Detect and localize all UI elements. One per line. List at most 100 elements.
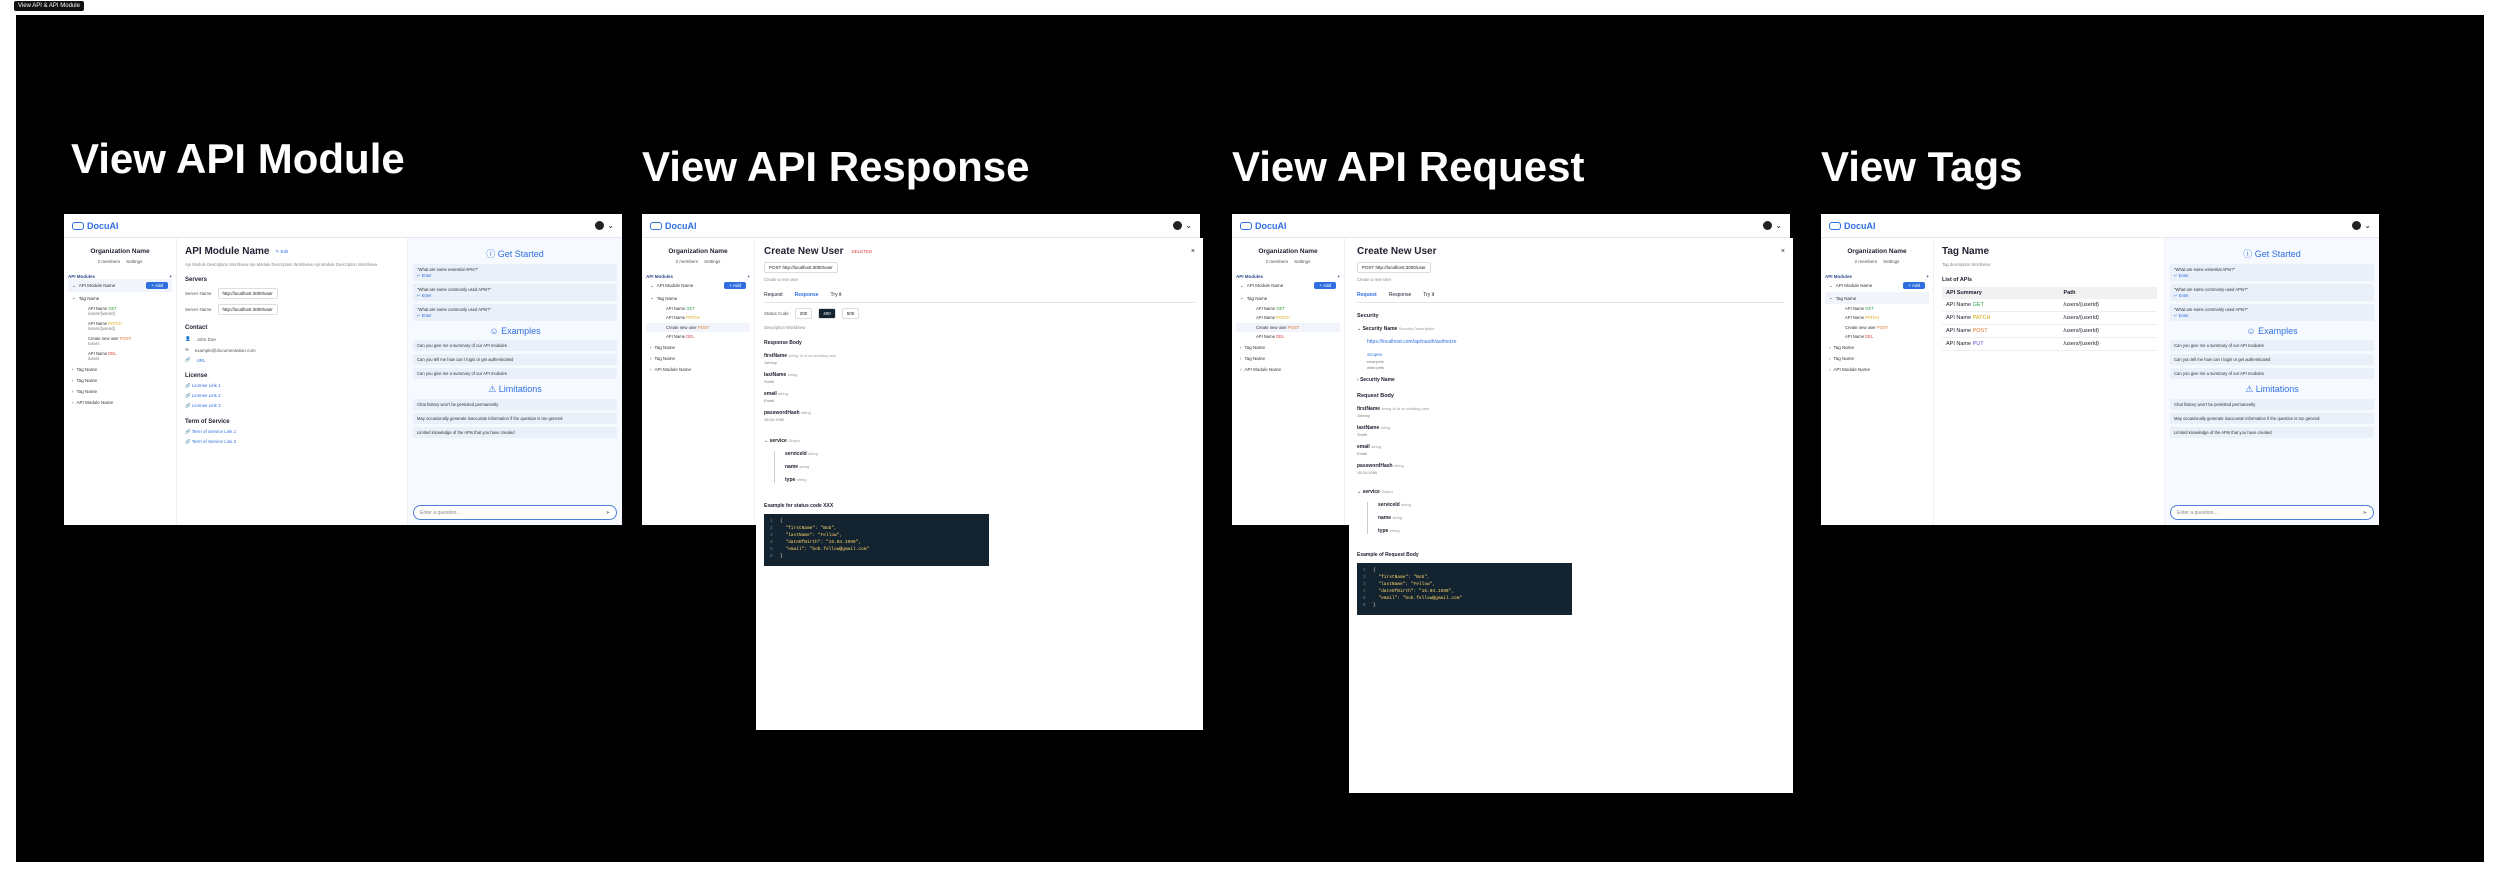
sidebar-tag[interactable]: ›Tag Name bbox=[646, 342, 750, 353]
settings-link[interactable]: Settings bbox=[704, 259, 721, 264]
sidebar-api[interactable]: API Name GET bbox=[1825, 304, 1929, 313]
tab-try-it[interactable]: Try it bbox=[830, 292, 842, 298]
members-link[interactable]: 2 members bbox=[1265, 259, 1289, 264]
question-card[interactable]: "What are some essential APIs?"↵ Enter bbox=[2170, 264, 2374, 281]
sidebar-module[interactable]: ⌄API Module Name+ Add bbox=[1825, 279, 1929, 292]
endpoint-pill[interactable]: POST http://localhost:3000/user bbox=[764, 262, 838, 273]
plus-icon[interactable]: + bbox=[169, 274, 172, 279]
settings-link[interactable]: Settings bbox=[1294, 259, 1311, 264]
sidebar-tag[interactable]: ›Tag Name bbox=[1236, 353, 1340, 364]
table-row[interactable]: API Name GET/users/{userId} bbox=[1942, 299, 2157, 312]
question-card[interactable]: "What are some commonly used APIs?"↵ Ent… bbox=[2170, 284, 2374, 301]
sidebar-tag[interactable]: ›Tag Name bbox=[1825, 342, 1929, 353]
members-link[interactable]: 2 members bbox=[675, 259, 699, 264]
service-object[interactable]: ⌄ service Object bbox=[1357, 489, 1393, 495]
question-card[interactable]: "What are some commonly used APIs?"↵ Ent… bbox=[413, 304, 617, 321]
sidebar-api[interactable]: Create new user POST/users bbox=[68, 334, 172, 349]
sidebar-tag[interactable]: ⌄Tag Name bbox=[68, 292, 172, 304]
question-card[interactable]: "What are some commonly used APIs?"↵ Ent… bbox=[413, 284, 617, 301]
sidebar-module[interactable]: ›API Module Name bbox=[1236, 364, 1340, 375]
sidebar-tag[interactable]: ›Tag Name bbox=[1236, 342, 1340, 353]
sidebar-api[interactable]: Create new user POST bbox=[1825, 323, 1929, 332]
settings-link[interactable]: Settings bbox=[1883, 259, 1900, 264]
user-menu[interactable]: ⌄ bbox=[1173, 221, 1192, 230]
terms-link[interactable]: 🔗 Term of Service Link 2 bbox=[185, 439, 237, 444]
auth-url[interactable]: https://localhost.com/api/oauth/authoriz… bbox=[1367, 339, 1457, 345]
status-code-200[interactable]: 200 bbox=[794, 308, 813, 319]
sidebar-module[interactable]: ⌄API Module Name+ Add bbox=[646, 279, 750, 292]
plus-icon[interactable]: + bbox=[1926, 274, 1929, 279]
sidebar-tag[interactable]: ›Tag Name bbox=[68, 375, 172, 386]
sidebar-api[interactable]: API Name DEL bbox=[646, 332, 750, 341]
license-link[interactable]: 🔗 License Link 2 bbox=[185, 393, 221, 398]
contact-url[interactable]: 🔗URL bbox=[185, 357, 399, 363]
sidebar-tag[interactable]: ›Tag Name bbox=[68, 364, 172, 375]
sidebar-api[interactable]: API Name DEL bbox=[1825, 332, 1929, 341]
endpoint-pill[interactable]: POST http://localhost:3000/user bbox=[1357, 262, 1431, 273]
sidebar-tag[interactable]: ⌄Tag Name bbox=[646, 292, 750, 304]
security-item[interactable]: ⌄ Security Name Security Description bbox=[1357, 326, 1435, 332]
sidebar-api-active[interactable]: Create new user POST bbox=[646, 322, 750, 333]
send-icon[interactable]: ➤ bbox=[2362, 510, 2367, 516]
server-url[interactable]: http://localhost:3000/user bbox=[217, 288, 278, 299]
license-link[interactable]: 🔗 License Link 1 bbox=[185, 383, 221, 388]
security-item[interactable]: › Security Name bbox=[1357, 377, 1395, 383]
status-code-500[interactable]: 500 bbox=[841, 308, 860, 319]
plus-icon[interactable]: + bbox=[1337, 274, 1340, 279]
sidebar-api[interactable]: API Name GET/users/{userId} bbox=[68, 304, 172, 319]
sidebar-tag[interactable]: ⌄Tag Name bbox=[1236, 292, 1340, 304]
sidebar-module[interactable]: ›API Module Name bbox=[68, 397, 172, 408]
sidebar-api[interactable]: API Name PATCH bbox=[646, 313, 750, 322]
sidebar-tag-active[interactable]: ⌄Tag Name bbox=[1825, 292, 1929, 304]
sidebar-api[interactable]: API Name GET bbox=[646, 304, 750, 313]
question-card[interactable]: "What are some essential APIs?"↵ Enter bbox=[413, 264, 617, 281]
status-code-400[interactable]: 400 bbox=[818, 308, 836, 319]
sidebar-module[interactable]: ›API Module Name bbox=[646, 364, 750, 375]
example-card[interactable]: Can you give me a summary of our API mod… bbox=[413, 340, 617, 351]
terms-link[interactable]: 🔗 Term of Service Link 1 bbox=[185, 429, 237, 434]
sidebar-api-active[interactable]: Create new user POST bbox=[1236, 322, 1340, 333]
send-icon[interactable]: ➤ bbox=[605, 510, 610, 516]
sidebar-api[interactable]: API Name PATCH/users/{userId} bbox=[68, 319, 172, 334]
sidebar-api[interactable]: API Name DEL/users bbox=[68, 349, 172, 364]
tab-try-it[interactable]: Try it bbox=[1423, 292, 1435, 298]
tab-request[interactable]: Request bbox=[764, 292, 783, 298]
edit-button[interactable]: ✎ Edit bbox=[275, 248, 289, 254]
user-menu[interactable]: ⌄ bbox=[1763, 221, 1782, 230]
example-card[interactable]: Can you tell me how can I login or get a… bbox=[413, 354, 617, 365]
chat-input[interactable]: Enter a question...➤ bbox=[413, 505, 617, 520]
question-card[interactable]: "What are some commonly used APIs?"↵ Ent… bbox=[2170, 304, 2374, 321]
plus-icon[interactable]: + bbox=[747, 274, 750, 279]
close-icon[interactable]: × bbox=[1190, 248, 1195, 255]
sidebar-tag[interactable]: ›Tag Name bbox=[1825, 353, 1929, 364]
service-object[interactable]: ⌄ service Object bbox=[764, 438, 800, 444]
settings-link[interactable]: Settings bbox=[126, 259, 143, 264]
server-url[interactable]: http://localhost:3000/user bbox=[217, 304, 278, 315]
add-button[interactable]: + Add bbox=[724, 282, 746, 289]
members-link[interactable]: 2 members bbox=[97, 259, 121, 264]
sidebar-module[interactable]: ›API Module Name bbox=[1825, 364, 1929, 375]
tab-request[interactable]: Request bbox=[1357, 292, 1377, 298]
sidebar-tag[interactable]: ›Tag Name bbox=[68, 386, 172, 397]
add-button[interactable]: + Add bbox=[1314, 282, 1336, 289]
example-card[interactable]: Can you give me a summary of our API mod… bbox=[413, 368, 617, 379]
table-row[interactable]: API Name PUT/users/{userId} bbox=[1942, 337, 2157, 351]
members-link[interactable]: 2 members bbox=[1854, 259, 1878, 264]
example-card[interactable]: Can you give me a summary of our API mod… bbox=[2170, 368, 2374, 379]
sidebar-module[interactable]: ⌄API Module Name+ Add bbox=[68, 279, 172, 292]
example-card[interactable]: Can you tell me how can I login or get a… bbox=[2170, 354, 2374, 365]
tab-response[interactable]: Response bbox=[1388, 292, 1412, 298]
add-button[interactable]: + Add bbox=[1903, 282, 1925, 289]
sidebar-tag[interactable]: ›Tag Name bbox=[646, 353, 750, 364]
contact-email[interactable]: ✉example@documentation.com bbox=[185, 347, 399, 353]
tab-response[interactable]: Response bbox=[794, 292, 819, 298]
user-menu[interactable]: ⌄ bbox=[2352, 221, 2371, 230]
sidebar-module[interactable]: ⌄API Module Name+ Add bbox=[1236, 279, 1340, 292]
sidebar-api[interactable]: API Name GET bbox=[1236, 304, 1340, 313]
sidebar-api[interactable]: API Name PATCH bbox=[1825, 313, 1929, 322]
close-icon[interactable]: × bbox=[1780, 248, 1785, 255]
user-menu[interactable]: ⌄ bbox=[595, 221, 614, 230]
table-row[interactable]: API Name PATCH/users/{userId} bbox=[1942, 311, 2157, 325]
sidebar-api[interactable]: API Name PATCH bbox=[1236, 313, 1340, 322]
sidebar-api[interactable]: API Name DEL bbox=[1236, 332, 1340, 341]
